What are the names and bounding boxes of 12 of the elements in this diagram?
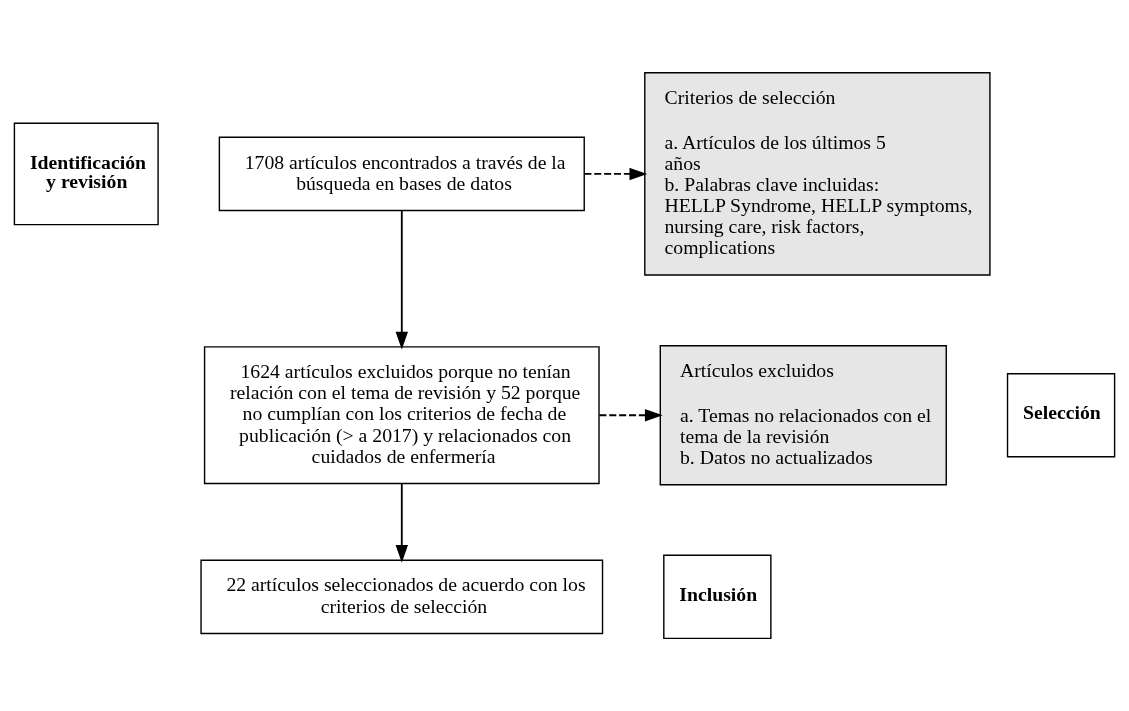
- node-box: Criterios de selección a. Artículos de los últimos 5 años b. Palabras clave incluidas: HELLP Syndrome, HELLP symptoms, nursing care, risk factors, complications: [644, 72, 991, 276]
- arrow: [395, 210, 408, 350]
- node-box: 1624 artículos excluidos porque no tenían relación con el tema de revisión y 52 porque no cumplían con los criterios de fecha de publicación (> a 2017) y relacionados con cuidados de enfermería: [203, 346, 600, 485]
- node-box: Selección: [1006, 372, 1116, 458]
- node-box: Artículos excluidos a. Temas no relacionados con el tema de la revisión b. Datos no actualizados: [659, 345, 947, 486]
- node-box: 22 artículos seleccionados de acuerdo con los criterios de selección: [200, 559, 604, 635]
- node-box: Identificación y revisión: [13, 122, 159, 226]
- arrow: [583, 167, 648, 181]
- node-box: 1708 artículos encontrados a través de la búsqueda en bases de datos: [218, 136, 585, 212]
- arrow: [598, 409, 663, 422]
- arrow: [395, 482, 408, 563]
- node-box: Inclusión: [663, 554, 772, 640]
